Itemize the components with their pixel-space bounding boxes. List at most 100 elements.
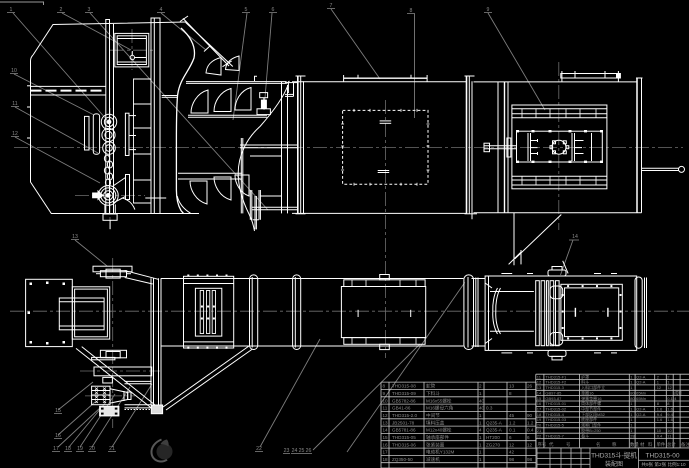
svg-text:1.6: 1.6	[667, 417, 673, 422]
svg-text:10: 10	[11, 68, 17, 74]
svg-text:1: 1	[630, 407, 633, 412]
svg-text:装配图: 装配图	[605, 460, 623, 468]
svg-text:号: 号	[566, 442, 571, 448]
svg-text:THD315-3: THD315-3	[545, 385, 564, 390]
svg-text:护罩: 护罩	[581, 373, 589, 379]
svg-text:1: 1	[10, 7, 13, 13]
svg-text:18: 18	[65, 446, 71, 452]
svg-text:称: 称	[612, 441, 617, 448]
svg-text:垫圈16: 垫圈16	[581, 389, 594, 395]
svg-text:11: 11	[12, 101, 17, 107]
svg-text:6: 6	[509, 435, 512, 440]
svg-text:16: 16	[537, 401, 542, 406]
svg-text:23: 23	[284, 448, 290, 454]
svg-text:THD315-08: THD315-08	[392, 384, 416, 389]
svg-text:THD315-01: THD315-01	[545, 401, 566, 406]
svg-text:JB2501-78: JB2501-78	[392, 420, 415, 425]
svg-text:M16螺母六角: M16螺母六角	[426, 405, 454, 412]
svg-text:胶带B=250: 胶带B=250	[581, 427, 601, 433]
svg-text:下料斗: 下料斗	[426, 390, 440, 397]
svg-text:中间节: 中间节	[426, 412, 440, 419]
svg-text:THD315-5: THD315-5	[545, 423, 564, 428]
svg-text:THD315-02: THD315-02	[545, 407, 566, 412]
svg-text:名: 名	[596, 441, 600, 448]
svg-text:12: 12	[383, 413, 389, 418]
svg-text:3: 3	[88, 7, 91, 13]
svg-text:80: 80	[630, 396, 635, 401]
svg-text:筒体部件螺: 筒体部件螺	[581, 400, 601, 406]
svg-text:THD315-00: THD315-00	[646, 452, 680, 459]
svg-text:THD315-F1: THD315-F1	[545, 374, 567, 379]
svg-text:8: 8	[657, 401, 660, 406]
svg-text:9: 9	[383, 391, 386, 396]
svg-text:22: 22	[537, 433, 542, 438]
svg-text:22: 22	[256, 446, 262, 452]
svg-text:1: 1	[667, 380, 670, 385]
svg-text:1: 1	[479, 435, 482, 440]
svg-text:25: 25	[299, 448, 305, 454]
svg-text:19: 19	[77, 446, 83, 452]
svg-text:15: 15	[383, 435, 389, 440]
svg-text:21: 21	[109, 446, 115, 452]
svg-text:10: 10	[667, 428, 672, 433]
svg-text:2: 2	[60, 7, 63, 13]
svg-text:6: 6	[527, 435, 530, 440]
svg-text:1: 1	[479, 391, 482, 396]
svg-text:15: 15	[55, 408, 61, 414]
svg-text:1: 1	[479, 413, 482, 418]
svg-text:成套: 成套	[674, 389, 682, 395]
svg-text:98: 98	[509, 457, 515, 462]
svg-text:单件: 单件	[657, 441, 666, 448]
svg-text:THD315-7: THD315-7	[545, 433, 564, 438]
svg-text:26: 26	[527, 384, 533, 389]
svg-text:65Mn: 65Mn	[636, 390, 646, 395]
svg-text:12: 12	[667, 385, 672, 390]
svg-text:4: 4	[160, 7, 163, 13]
svg-text:17: 17	[537, 407, 542, 412]
svg-text:20: 20	[89, 446, 95, 452]
svg-text:17: 17	[53, 446, 59, 452]
svg-text:GB41-86: GB41-86	[392, 406, 411, 411]
svg-text:1.2: 1.2	[509, 420, 516, 425]
svg-text:21: 21	[537, 428, 542, 433]
svg-text:料: 料	[648, 441, 653, 448]
svg-text:轴承座部件: 轴承座部件	[426, 434, 449, 441]
svg-text:HT200: HT200	[486, 435, 500, 440]
svg-text:0.1: 0.1	[667, 396, 673, 401]
svg-text:THD315-2.0: THD315-2.0	[392, 413, 417, 418]
svg-text:19: 19	[537, 417, 542, 422]
svg-text:ZG270: ZG270	[486, 442, 500, 447]
svg-text:观察门部件: 观察门部件	[581, 422, 601, 428]
svg-text:13: 13	[509, 384, 515, 389]
svg-text:18: 18	[383, 457, 389, 462]
svg-text:张紧装置: 张紧装置	[426, 441, 445, 448]
svg-text:0.4: 0.4	[527, 428, 534, 433]
svg-text:Q2-A: Q2-A	[636, 380, 646, 385]
svg-text:12: 12	[12, 131, 18, 137]
svg-text:THD315斗-提机: THD315斗-提机	[591, 451, 637, 460]
svg-text:1.2: 1.2	[527, 420, 534, 425]
svg-text:1: 1	[630, 428, 633, 433]
svg-text:14: 14	[572, 234, 578, 240]
svg-text:20: 20	[537, 423, 542, 428]
svg-text:2: 2	[657, 374, 660, 379]
svg-text:1: 1	[630, 385, 633, 390]
svg-text:共9张 第2张 比例1:10: 共9张 第2张 比例1:10	[641, 461, 686, 468]
svg-text:40: 40	[479, 406, 485, 411]
svg-text:28: 28	[630, 433, 635, 438]
svg-text:90: 90	[527, 413, 533, 418]
svg-text:M16x55螺栓: M16x55螺栓	[426, 397, 452, 404]
svg-text:17: 17	[383, 450, 389, 455]
svg-text:GB5781-86: GB5781-86	[392, 428, 416, 433]
svg-text:1: 1	[630, 380, 633, 385]
svg-text:备注: 备注	[681, 441, 689, 448]
svg-text:填料压盖: 填料压盖	[426, 419, 445, 426]
svg-text:1: 1	[630, 423, 633, 428]
svg-text:13: 13	[72, 234, 78, 240]
svg-text:1: 1	[479, 420, 482, 425]
svg-text:M12x40螺栓: M12x40螺栓	[426, 427, 452, 434]
svg-text:GB97-85: GB97-85	[545, 390, 562, 395]
svg-text:11: 11	[667, 433, 672, 438]
svg-text:80: 80	[630, 390, 635, 395]
svg-text:料斗: 料斗	[581, 379, 589, 385]
